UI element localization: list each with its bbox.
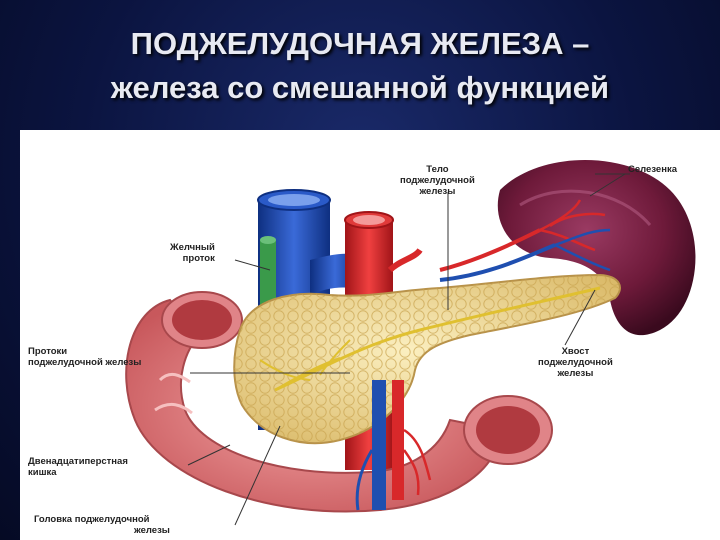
label-tail: Хвост поджелудочной железы (538, 346, 613, 379)
pancreas-illustration (125, 160, 696, 526)
leader-tail (564, 289, 596, 346)
title-line-1: ПОДЖЕЛУДОЧНАЯ ЖЕЛЕЗА – (130, 26, 590, 61)
leader-lines (187, 173, 630, 526)
splenic-vessels (439, 199, 611, 282)
leader-spleen-2 (589, 173, 626, 197)
duodenum (125, 291, 553, 513)
label-body: Тело поджелудочной железы (400, 164, 475, 197)
label-ducts: Протоки поджелудочной железы (28, 346, 142, 368)
title-line-2: железа со смешанной функцией (110, 70, 610, 105)
label-spleen: Селезенка (628, 164, 677, 175)
label-head: Головка поджелудочной железы (34, 514, 170, 536)
leader-duodenum (187, 444, 231, 466)
leader-head (234, 425, 281, 526)
slide-title: ПОДЖЕЛУДОЧНАЯ ЖЕЛЕЗА – железа со смешанн… (0, 22, 720, 110)
mesenteric-vessels (355, 380, 432, 511)
label-bile-duct: Желчный проток (170, 242, 215, 264)
pancreas (233, 273, 621, 445)
anatomy-figure: Тело поджелудочной железы Селезенка Желч… (20, 130, 720, 540)
spleen (497, 160, 696, 336)
leader-bile-duct (234, 259, 271, 271)
label-duodenum: Двенадцатиперстная кишка (28, 456, 128, 478)
